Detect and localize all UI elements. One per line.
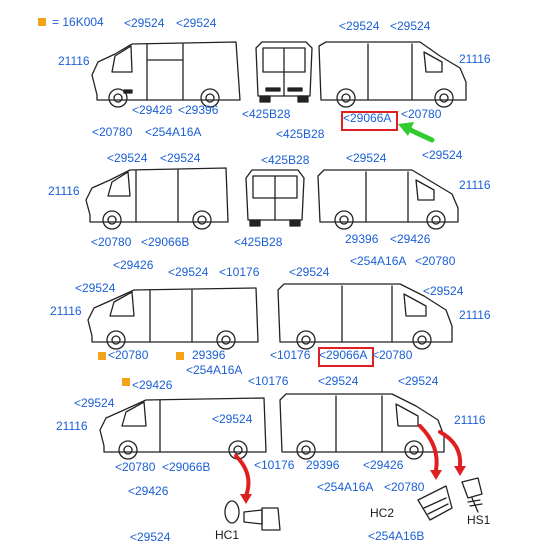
van-rear-view-1 (255, 41, 313, 103)
part-label: <20780 (115, 460, 156, 474)
part-label: <29524 (168, 265, 209, 279)
part-label: <20780 (108, 348, 149, 362)
part-label: <254A16B (368, 529, 425, 543)
van-side-view-6 (277, 283, 453, 350)
red-arrows (234, 424, 463, 498)
part-label: <29524 (75, 281, 116, 295)
van-side-view-2 (318, 41, 467, 108)
part-label: 29396 (345, 232, 379, 246)
van-side-view-1 (91, 41, 241, 108)
part-label: <20780 (92, 125, 133, 139)
part-label: <254A16A (145, 125, 202, 139)
part-label: <29524 (339, 19, 380, 33)
part-label: 29396 (192, 348, 226, 362)
part-label: <29524 (160, 151, 201, 165)
part-label: <425B28 (242, 107, 291, 121)
legend-code: = 16K004 (52, 15, 104, 29)
part-label: <29524 (423, 284, 464, 298)
part-label: <20780 (415, 254, 456, 268)
part-label: <425B28 (276, 127, 325, 141)
part-label: <10176 (248, 374, 289, 388)
part-label: <29524 (124, 16, 165, 30)
part-label: <29524 (74, 396, 115, 410)
part-label: 21116 (454, 413, 486, 427)
part-label: <10176 (219, 265, 260, 279)
part-label: 21116 (48, 184, 80, 198)
part-label: <29396 (178, 103, 219, 117)
fastener-label-hc2: HC2 (370, 506, 395, 520)
part-label: <29066B (162, 460, 211, 474)
part-label: <29524 (107, 151, 148, 165)
green-arrow (398, 122, 435, 143)
part-label: <29426 (132, 378, 173, 392)
van-side-view-7 (99, 397, 267, 460)
fastener-label-hs1: HS1 (467, 513, 491, 527)
van-side-view-4 (317, 169, 459, 230)
part-label-29066A: <29066A (319, 348, 368, 362)
clip-hc2-part (417, 485, 453, 521)
clip-hc1-part (224, 500, 281, 531)
part-label: <29524 (176, 16, 217, 30)
van-side-view-3 (85, 167, 229, 230)
part-label: <29524 (346, 151, 387, 165)
part-label: <20780 (91, 235, 132, 249)
van-side-view-5 (87, 287, 259, 350)
part-label: <29426 (390, 232, 431, 246)
part-label: 21116 (459, 308, 491, 322)
part-label: <29524 (130, 530, 171, 544)
part-label: <29066B (141, 235, 190, 249)
part-label: 21116 (459, 52, 491, 66)
part-label: <29426 (128, 484, 169, 498)
van-rear-view-2 (245, 169, 305, 227)
screw-hs1-part (461, 477, 483, 513)
part-label: <29426 (363, 458, 404, 472)
part-label: <29524 (398, 374, 439, 388)
part-label: <425B28 (261, 153, 310, 167)
fastener-label-hc1: HC1 (215, 528, 240, 542)
part-label: 21116 (58, 54, 90, 68)
part-label: <29524 (212, 412, 253, 426)
part-label: <20780 (384, 480, 425, 494)
part-label: <29524 (422, 148, 463, 162)
part-label: <29524 (289, 265, 330, 279)
part-label: <20780 (401, 107, 442, 121)
part-label: <29524 (318, 374, 359, 388)
part-label: <254A16A (186, 363, 243, 377)
part-label: <10176 (254, 458, 295, 472)
part-label: 21116 (50, 304, 82, 318)
part-label: <254A16A (350, 254, 407, 268)
van-side-view-8 (279, 393, 445, 460)
part-label: <254A16A (317, 480, 374, 494)
part-label-29066A: <29066A (343, 111, 392, 125)
part-label: <20780 (372, 348, 413, 362)
part-label: 21116 (459, 178, 491, 192)
part-label: <425B28 (234, 235, 283, 249)
part-label: <10176 (270, 348, 311, 362)
part-label: <29524 (390, 19, 431, 33)
part-label: <29426 (132, 103, 173, 117)
part-label: <29426 (113, 258, 154, 272)
part-label: 21116 (56, 419, 88, 433)
part-label: 29396 (306, 458, 340, 472)
